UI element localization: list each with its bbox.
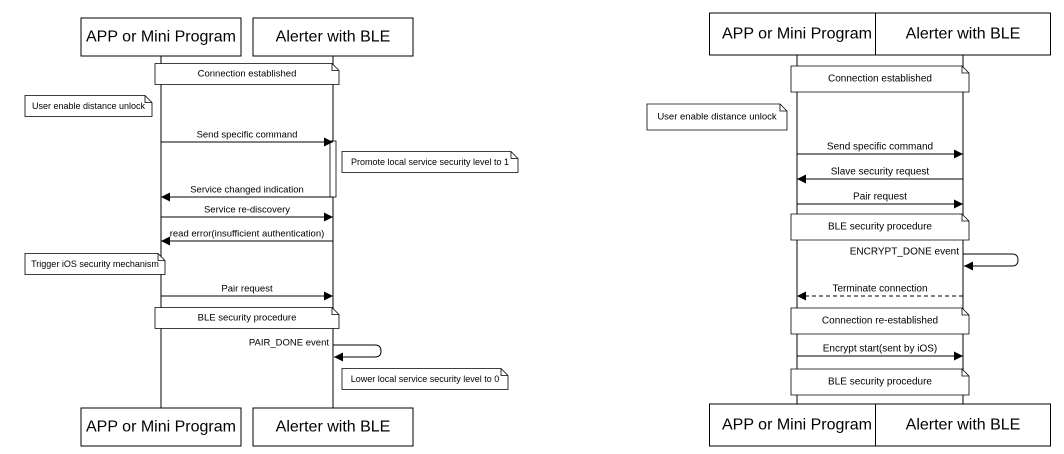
participant-label: Alerter with BLE <box>276 29 391 46</box>
participant-box <box>709 12 885 56</box>
note-over-0: Connection established <box>154 63 340 85</box>
message-7: Terminate connection <box>797 284 963 301</box>
participant-box <box>80 17 242 57</box>
message-label: Pair request <box>853 192 907 203</box>
message-4: Pair request <box>797 192 963 209</box>
self-message-label: PAIR_DONE event <box>249 338 329 349</box>
note-fold <box>961 214 969 222</box>
note-text: BLE security procedure <box>828 377 932 388</box>
note-text: Lower local service security level to 0 <box>351 374 500 384</box>
note-text: Connection established <box>198 69 297 80</box>
note-text: User enable distance unlock <box>657 112 777 123</box>
note-fold <box>779 104 787 112</box>
note-over-8: Connection re-established <box>790 307 970 335</box>
message-label: Send specific command <box>197 130 298 141</box>
message-label: Encrypt start(sent by iOS) <box>823 344 937 355</box>
participant-app-bottom: APP or Mini Program <box>80 407 242 447</box>
message-label: read error(insufficient authentication) <box>170 229 325 240</box>
note-shape <box>790 213 970 241</box>
participant-ble-top: Alerter with BLE <box>252 17 414 57</box>
note-shape <box>341 368 509 390</box>
note-fold <box>500 368 508 376</box>
participant-box <box>252 17 414 57</box>
note-shape <box>790 307 970 335</box>
note-fold <box>157 253 165 261</box>
self-message-label: ENCRYPT_DONE event <box>850 247 960 258</box>
self-message-arrow <box>333 344 382 362</box>
note-shape <box>790 65 970 93</box>
participant-ble-top: Alerter with BLE <box>875 12 1051 56</box>
note-shape <box>24 253 166 275</box>
self-message-10: PAIR_DONE event <box>249 338 382 362</box>
participant-ble-bottom: Alerter with BLE <box>252 407 414 447</box>
activation-bar <box>329 140 337 198</box>
note-text: Connection re-established <box>822 316 938 327</box>
participant-ble-bottom: Alerter with BLE <box>875 403 1051 447</box>
participant-box <box>875 403 1051 447</box>
note-fold <box>510 151 518 159</box>
note-shape <box>24 95 153 117</box>
note-over-5: BLE security procedure <box>790 213 970 241</box>
participant-label: APP or Mini Program <box>86 29 236 46</box>
message-label: Service re-discovery <box>204 205 290 216</box>
note-fold <box>331 63 339 71</box>
note-side-1: User enable distance unlock <box>24 95 153 117</box>
note-right-3: Promote local service security level to … <box>341 151 519 173</box>
note-shape <box>154 63 340 85</box>
participant-label: APP or Mini Program <box>722 417 872 434</box>
message-label: Send specific command <box>827 142 933 153</box>
participant-label: APP or Mini Program <box>722 26 872 43</box>
note-text: Connection established <box>828 74 932 85</box>
participant-label: Alerter with BLE <box>906 417 1021 434</box>
participant-box <box>80 407 242 447</box>
note-fold <box>961 66 969 74</box>
message-2: Send specific command <box>161 130 333 147</box>
note-over-9: BLE security procedure <box>154 307 340 329</box>
note-text: Trigger iOS security mechanism <box>31 259 159 269</box>
message-3: Slave security request <box>797 167 963 184</box>
message-9: Encrypt start(sent by iOS) <box>797 344 963 361</box>
self-message-arrow <box>963 253 1019 271</box>
message-8: Pair request <box>161 284 333 301</box>
message-label: Pair request <box>221 284 273 295</box>
participant-label: Alerter with BLE <box>906 26 1021 43</box>
note-over-0: Connection established <box>790 65 970 93</box>
message-6: read error(insufficient authentication) <box>161 229 333 246</box>
note-shape <box>790 368 970 396</box>
message-label: Service changed indication <box>190 185 304 196</box>
self-message-6: ENCRYPT_DONE event <box>850 247 1019 271</box>
note-text: User enable distance unlock <box>32 101 146 111</box>
participant-label: Alerter with BLE <box>276 419 391 436</box>
note-fold <box>961 369 969 377</box>
note-text: Promote local service security level to … <box>351 157 509 167</box>
note-fold <box>961 308 969 316</box>
note-shape <box>154 307 340 329</box>
note-side-1: User enable distance unlock <box>646 103 788 131</box>
message-label: Slave security request <box>831 167 930 178</box>
note-side-7: Trigger iOS security mechanism <box>24 253 166 275</box>
message-5: Service re-discovery <box>161 205 333 222</box>
message-label: Terminate connection <box>832 284 927 295</box>
note-text: BLE security procedure <box>198 313 297 324</box>
participant-app-top: APP or Mini Program <box>80 17 242 57</box>
note-fold <box>144 95 152 103</box>
note-fold <box>331 307 339 315</box>
participant-box <box>875 12 1051 56</box>
note-shape <box>646 103 788 131</box>
note-over-10: BLE security procedure <box>790 368 970 396</box>
participant-label: APP or Mini Program <box>86 419 236 436</box>
message-2: Send specific command <box>797 142 963 159</box>
note-right-11: Lower local service security level to 0 <box>341 368 509 390</box>
participant-app-top: APP or Mini Program <box>709 12 885 56</box>
participant-box <box>252 407 414 447</box>
note-shape <box>341 151 519 173</box>
message-4: Service changed indication <box>161 185 333 202</box>
participant-app-bottom: APP or Mini Program <box>709 403 885 447</box>
note-text: BLE security procedure <box>828 222 932 233</box>
